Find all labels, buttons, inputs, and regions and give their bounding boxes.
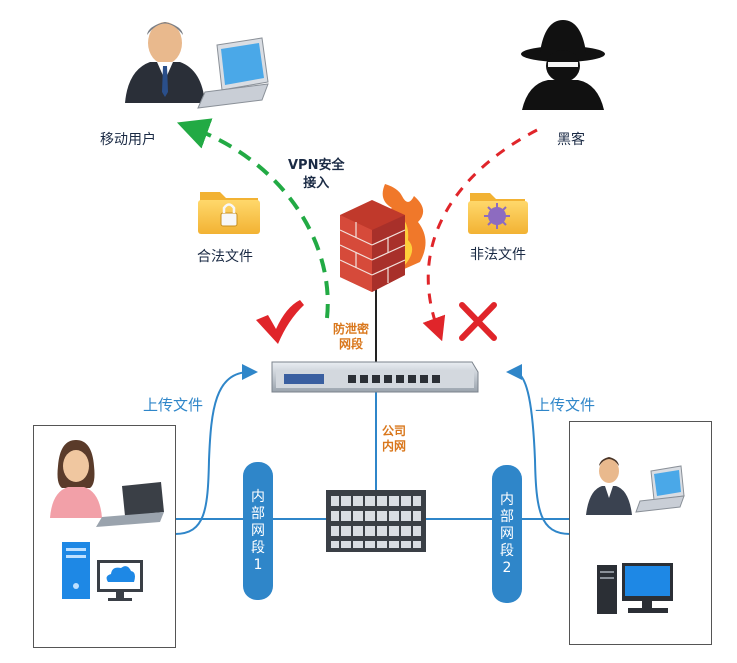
desktop-pc-icon bbox=[597, 563, 673, 614]
upload-arrow-left bbox=[174, 364, 258, 535]
upload-file-label-left: 上传文件 bbox=[143, 396, 204, 414]
cloud-monitor-icon bbox=[97, 560, 143, 601]
anti-leak-segment-label: 防泄密 网段 bbox=[333, 322, 370, 351]
anti-leak-appliance bbox=[271, 361, 479, 393]
internal-segment-2-pill: 内 部 网 段 2 bbox=[492, 465, 522, 603]
hacker-label: 黑客 bbox=[557, 132, 585, 148]
hacker-icon bbox=[521, 20, 605, 110]
pc-tower-icon bbox=[62, 542, 90, 599]
network-switch bbox=[326, 490, 426, 552]
cross-mark-icon bbox=[459, 302, 497, 341]
legal-file-label: 合法文件 bbox=[197, 249, 253, 265]
internal-segment-1-box bbox=[33, 425, 176, 648]
lock-folder-icon bbox=[198, 192, 260, 234]
illegal-file-label: 非法文件 bbox=[470, 247, 526, 263]
company-intranet-label: 公司 内网 bbox=[382, 424, 407, 453]
female-user-icon bbox=[50, 440, 102, 518]
male-user-icon bbox=[586, 457, 632, 515]
mobile-user-icon bbox=[125, 22, 205, 103]
firewall-icon bbox=[339, 184, 426, 292]
upload-arrow-right bbox=[506, 364, 571, 535]
laptop-icon bbox=[635, 465, 685, 513]
check-mark-icon bbox=[256, 300, 304, 344]
hacker-blocked-arrow bbox=[422, 128, 538, 342]
internal-segment-1-pill: 内 部 网 段 1 bbox=[243, 462, 273, 600]
vpn-access-arrow bbox=[176, 118, 330, 319]
mobile-user-label: 移动用户 bbox=[100, 132, 156, 148]
vpn-access-label: VPN安全 接入 bbox=[288, 158, 345, 191]
laptop-icon bbox=[197, 37, 269, 109]
virus-folder-icon bbox=[468, 193, 528, 234]
upload-file-label-right: 上传文件 bbox=[535, 396, 596, 414]
laptop-icon bbox=[96, 482, 164, 527]
internal-segment-2-box bbox=[569, 421, 712, 645]
